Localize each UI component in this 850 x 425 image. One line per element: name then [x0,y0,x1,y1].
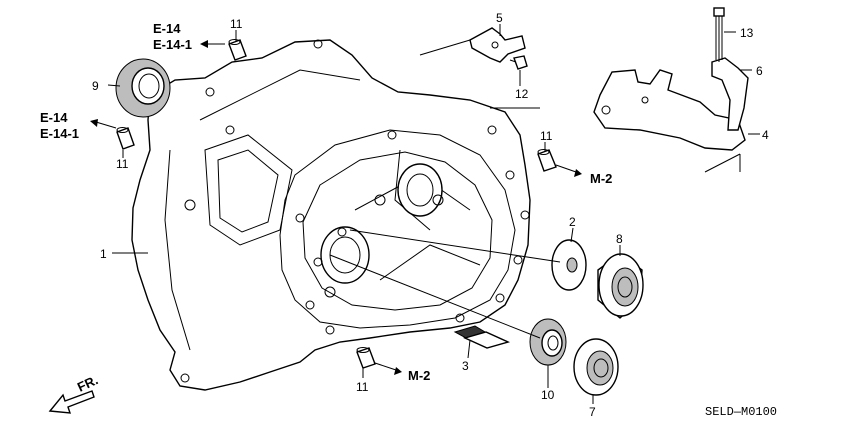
callout-11-top: 11 [230,17,243,31]
bearing-part-8 [597,253,644,319]
reference-arrows [90,40,582,375]
leader-lines [107,24,760,404]
reference-labels: E-14 E-14-1 E-14 E-14-1 M-2 M-2 [40,21,612,383]
ref-e14-1-top: E-14-1 [153,37,192,52]
callout-13: 13 [740,26,754,40]
callout-8: 8 [616,232,623,246]
ref-m2-right: M-2 [590,171,612,186]
callout-11-bottom: 11 [356,380,369,394]
clutch-housing [131,39,531,391]
bearing-part-7 [573,338,619,396]
dowel-pin-part-11-top [228,39,247,61]
dowel-pin-part-11-bottom [356,347,376,369]
callout-1: 1 [100,247,107,261]
oil-seal-part-9 [115,58,171,118]
callout-labels: 11 9 11 1 5 12 11 13 6 4 2 8 3 10 7 11 [92,11,769,419]
callout-11-right: 11 [540,129,553,143]
callout-2: 2 [569,215,576,229]
diagram-code: SELD—M0100 [705,405,777,419]
front-label: FR. [75,372,100,394]
ref-e14-1-left: E-14-1 [40,126,79,141]
oil-seal-part-10 [529,318,567,366]
bolt-part-12 [509,55,528,70]
ref-e14-left: E-14 [40,110,68,125]
callout-10: 10 [541,388,555,402]
baffle-plate-part-2 [551,239,587,291]
bracket-part-6 [711,57,749,131]
callout-3: 3 [462,359,469,373]
dowel-pin-part-11-right [537,149,557,172]
bracket-part-4 [593,69,746,151]
callout-5: 5 [496,11,503,25]
callout-7: 7 [589,405,596,419]
callout-9: 9 [92,79,99,93]
bracket-part-5 [469,27,526,63]
bolt-part-13 [713,7,725,62]
callout-4: 4 [762,128,769,142]
dowel-pin-part-11-left [116,127,135,150]
ref-e14-top: E-14 [153,21,181,36]
ref-m2-bottom: M-2 [408,368,430,383]
front-direction-arrow: FR. [48,372,100,414]
callout-6: 6 [756,64,763,78]
callout-11-left: 11 [116,157,129,171]
magnet-clip-part-3 [453,325,511,349]
callout-12: 12 [515,87,529,101]
